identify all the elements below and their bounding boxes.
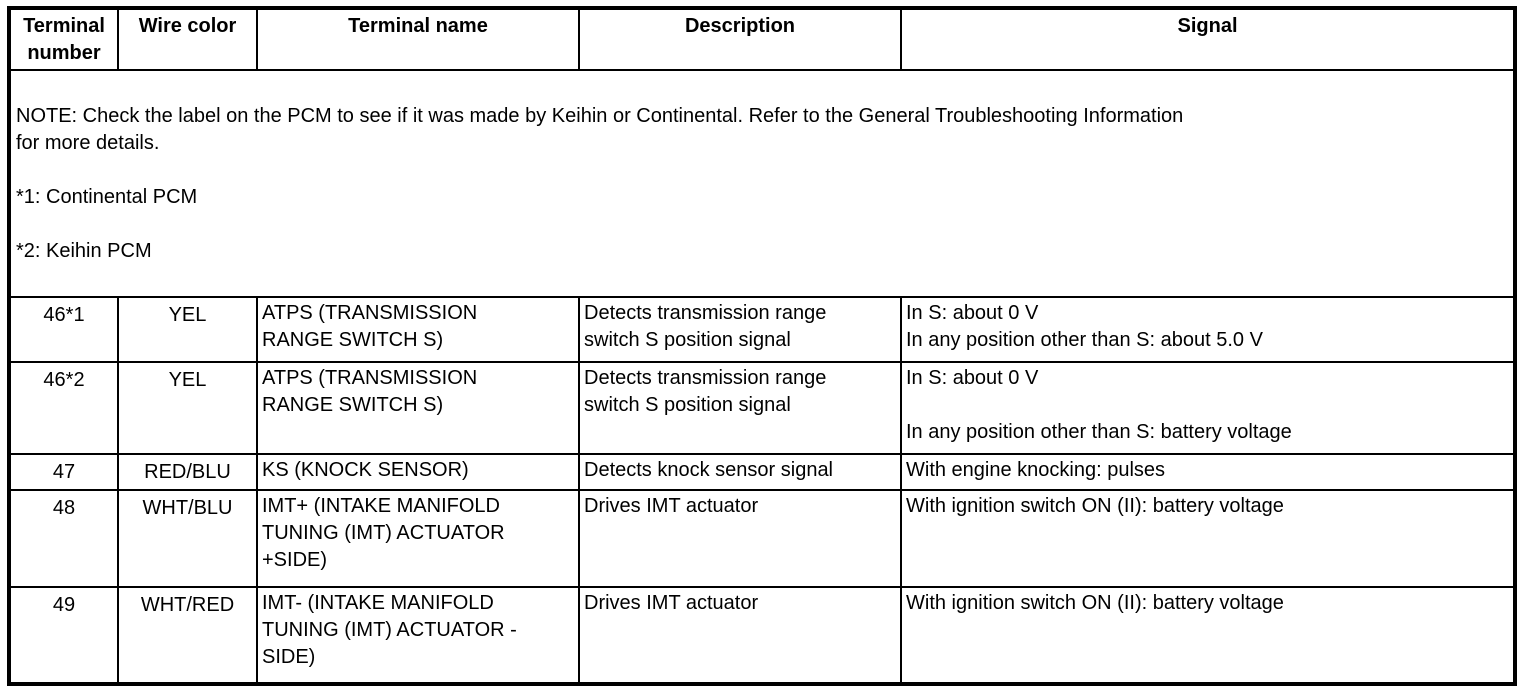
table-row: 47 RED/BLU KS (KNOCK SENSOR) Detects kno… [8, 453, 1516, 491]
signal-cell: In S: about 0 V In any position other th… [900, 361, 1516, 455]
wire-color-cell: YEL [117, 296, 258, 363]
header-row: Terminal number Wire color Terminal name… [8, 7, 1516, 71]
table-row: 49 WHT/RED IMT- (INTAKE MANIFOLD TUNING … [8, 586, 1516, 685]
terminal-number-cell: 47 [8, 453, 119, 491]
wire-color-cell: RED/BLU [117, 453, 258, 491]
terminal-name-cell: IMT+ (INTAKE MANIFOLD TUNING (IMT) ACTUA… [256, 489, 580, 588]
terminal-number-cell: 46*2 [8, 361, 119, 455]
description-cell: Detects transmission range switch S posi… [578, 361, 902, 455]
wire-color-cell: WHT/RED [117, 586, 258, 685]
description-cell: Detects transmission range switch S posi… [578, 296, 902, 363]
signal-cell: With ignition switch ON (II): battery vo… [900, 489, 1516, 588]
col-header-wire-color: Wire color [117, 7, 258, 71]
signal-cell: With engine knocking: pulses [900, 453, 1516, 491]
note-text: NOTE: Check the label on the PCM to see … [16, 105, 1184, 262]
manual-page: Terminal number Wire color Terminal name… [7, 6, 1517, 686]
terminal-number-cell: 48 [8, 489, 119, 588]
terminal-name-cell: IMT- (INTAKE MANIFOLD TUNING (IMT) ACTUA… [256, 586, 580, 685]
description-cell: Drives IMT actuator [578, 586, 902, 685]
wire-color-cell: YEL [117, 361, 258, 455]
col-header-signal: Signal [900, 7, 1516, 71]
description-cell: Drives IMT actuator [578, 489, 902, 588]
col-header-terminal-name: Terminal name [256, 7, 580, 71]
table-row: 46*1 YEL ATPS (TRANSMISSION RANGE SWITCH… [8, 296, 1516, 363]
table-row: 48 WHT/BLU IMT+ (INTAKE MANIFOLD TUNING … [8, 489, 1516, 588]
description-cell: Detects knock sensor signal [578, 453, 902, 491]
wire-color-cell: WHT/BLU [117, 489, 258, 588]
terminal-name-cell: ATPS (TRANSMISSION RANGE SWITCH S) [256, 361, 580, 455]
terminal-number-cell: 46*1 [8, 296, 119, 363]
note-cell: NOTE: Check the label on the PCM to see … [8, 69, 1516, 298]
note-row: NOTE: Check the label on the PCM to see … [8, 69, 1516, 298]
col-header-description: Description [578, 7, 902, 71]
terminal-number-cell: 49 [8, 586, 119, 685]
terminal-table: Terminal number Wire color Terminal name… [7, 6, 1517, 686]
col-header-terminal-number: Terminal number [8, 7, 119, 71]
table-row: 46*2 YEL ATPS (TRANSMISSION RANGE SWITCH… [8, 361, 1516, 455]
signal-cell: In S: about 0 V In any position other th… [900, 296, 1516, 363]
terminal-name-cell: ATPS (TRANSMISSION RANGE SWITCH S) [256, 296, 580, 363]
signal-cell: With ignition switch ON (II): battery vo… [900, 586, 1516, 685]
terminal-name-cell: KS (KNOCK SENSOR) [256, 453, 580, 491]
